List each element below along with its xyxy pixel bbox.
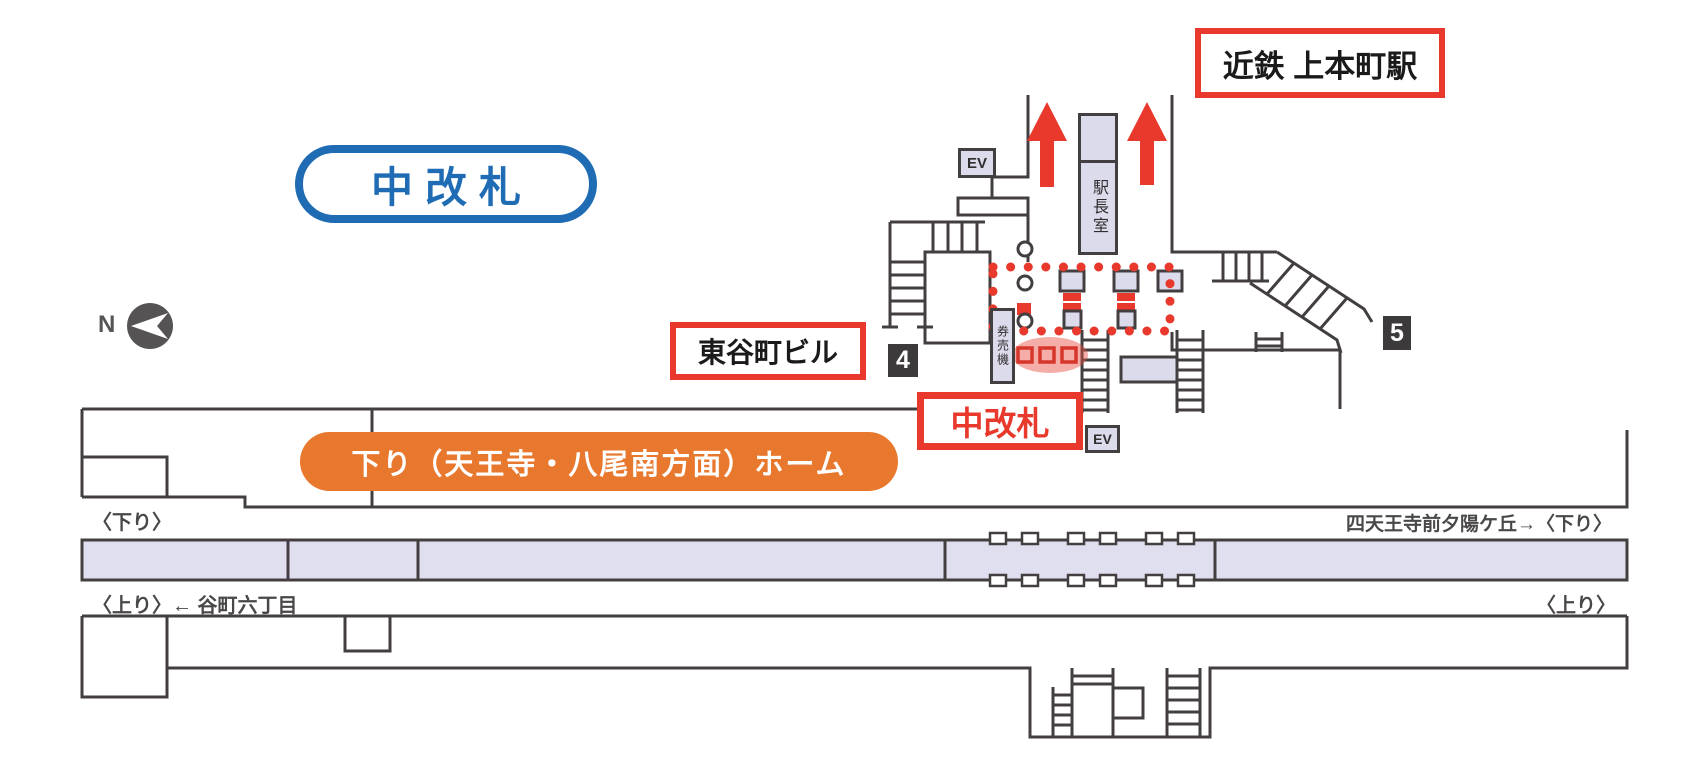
ticket-machines-label: 券売機 <box>995 325 1010 367</box>
up-arrow-icon <box>1127 102 1167 185</box>
exit-4-badge: 4 <box>888 344 918 377</box>
compass-north-label: N <box>98 311 116 338</box>
label-up-line-right: 〈上り〉 <box>1536 595 1616 617</box>
platform-lower-outline <box>80 614 1629 739</box>
ticket-gate-dotted-zone <box>988 262 1175 336</box>
gate-south-stairs <box>1080 330 1205 413</box>
compass-icon <box>127 303 173 349</box>
callout-center-gate: 中改札 <box>917 392 1083 450</box>
callout-center-gate-title: 中改札 <box>295 145 597 223</box>
north-passage-walls <box>956 95 1277 262</box>
gate-highlight <box>1012 337 1088 373</box>
exit5-stairs <box>1212 250 1374 354</box>
station-master-office-anteroom <box>1081 116 1115 163</box>
label-down-line-right: 四天王寺前夕陽ケ丘→〈下り〉 <box>1345 514 1612 535</box>
pillar-column <box>1016 240 1034 330</box>
train-doors <box>988 531 1196 588</box>
track-band <box>80 531 1629 588</box>
ticket-gates <box>1017 269 1184 330</box>
label-up-line-left: 〈上り〉← 谷町六丁目 <box>92 595 298 617</box>
callout-higashi-tanimachi-building: 東谷町ビル <box>670 322 866 380</box>
elevator-lower: EV <box>1085 425 1120 453</box>
exit-5-badge: 5 <box>1383 316 1411 350</box>
callout-kintetsu-uehommachi: 近鉄 上本町駅 <box>1195 28 1445 98</box>
station-master-office-room: 駅長室 <box>1078 113 1118 255</box>
label-down-line-left: 〈下り〉 <box>92 512 172 534</box>
ticket-machines-booth: 券売機 <box>990 308 1015 384</box>
lower-platform-stairs <box>1051 668 1202 737</box>
west-stairs-and-room <box>882 220 992 345</box>
elevator-upper: EV <box>958 148 996 178</box>
stair-landing <box>1119 355 1179 384</box>
up-arrow-icon <box>1027 102 1067 187</box>
platform-upper-outline <box>80 407 1629 509</box>
banner-down-platform: 下り（天王寺・八尾南方面）ホーム <box>300 432 898 491</box>
concourse-southeast-wall <box>1170 332 1342 409</box>
station-master-office-label: 駅長室 <box>1090 179 1107 236</box>
